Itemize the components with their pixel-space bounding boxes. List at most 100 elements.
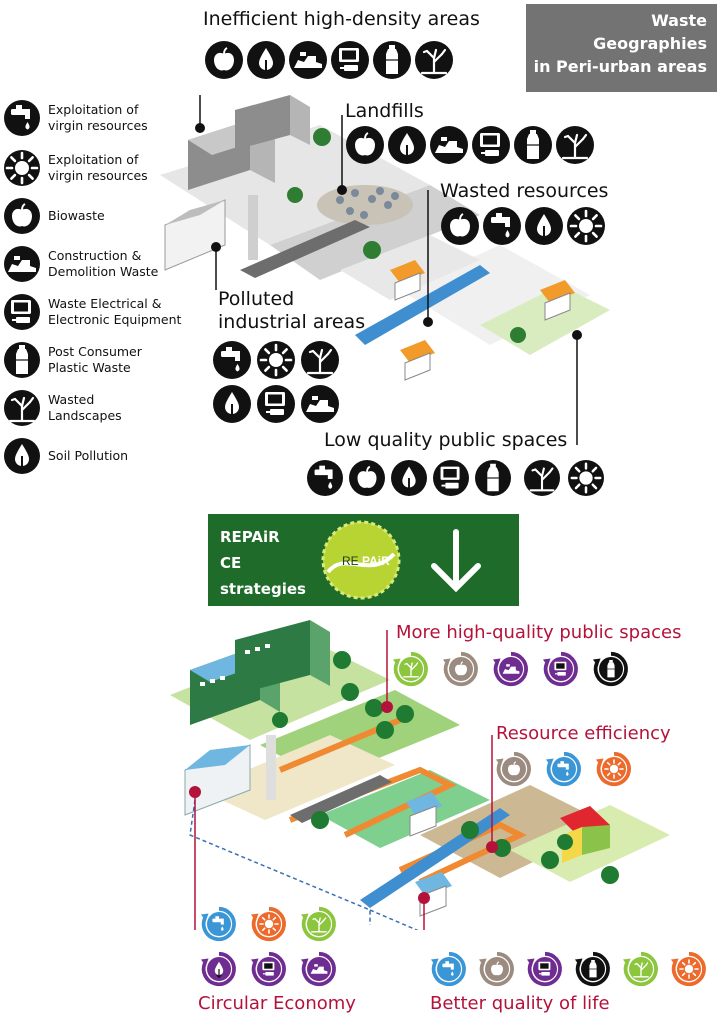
- apple-icon: [346, 126, 384, 164]
- sun-icon: [4, 150, 40, 186]
- tap-drop-icon: [200, 906, 236, 942]
- circular-scenario-illustration: [170, 620, 670, 930]
- legend-line-1: Exploitation of: [48, 102, 139, 117]
- logo-re: RE: [342, 554, 359, 568]
- plastic-bottle-icon: [373, 41, 411, 79]
- legend-line-1: Wasted: [48, 392, 95, 407]
- legend-item: Construction &Demolition Waste: [2, 244, 158, 284]
- legend-line-1: Construction &: [48, 248, 142, 263]
- peri-urban-waste-illustration: [160, 95, 610, 445]
- legend-line-1: Post Consumer: [48, 344, 142, 359]
- label-circular-economy: Circular Economy: [198, 993, 356, 1014]
- dead-tree-icon: [622, 951, 658, 987]
- repair-strategies-banner: REPAiR CE strategies RE PAiR: [208, 514, 519, 606]
- soil-drop-icon: [247, 41, 285, 79]
- legend-line-2: Electronic Equipment: [48, 312, 182, 327]
- title-box: Waste Geographies in Peri-urban areas: [526, 4, 717, 92]
- apple-icon: [349, 460, 385, 496]
- construction-debris-icon: [289, 41, 327, 79]
- label-more-public-spaces: More high-quality public spaces: [396, 622, 682, 643]
- legend-item: Waste Electrical &Electronic Equipment: [2, 292, 181, 332]
- soil-drop-icon: [525, 207, 563, 245]
- apple-icon: [495, 751, 531, 787]
- legend-line-2: virgin resources: [48, 118, 148, 133]
- legend-line-1: Biowaste: [48, 208, 105, 223]
- dead-tree-icon: [300, 906, 336, 942]
- tap-drop-icon: [213, 341, 251, 379]
- tap-drop-icon: [545, 751, 581, 787]
- computer-icon: [250, 951, 286, 987]
- apple-icon: [441, 207, 479, 245]
- legend-line-2: virgin resources: [48, 168, 148, 183]
- soil-drop-icon: [200, 951, 236, 987]
- repair-line-3: strategies: [220, 580, 306, 598]
- construction-debris-icon: [4, 246, 40, 282]
- dead-tree-icon: [524, 460, 560, 496]
- computer-icon: [526, 951, 562, 987]
- title-line-1: Waste: [651, 11, 707, 30]
- legend-item: Soil Pollution: [2, 436, 128, 476]
- sun-icon: [250, 906, 286, 942]
- legend-line-2: Landscapes: [48, 408, 122, 423]
- plastic-bottle-icon: [514, 126, 552, 164]
- legend-line-1: Waste Electrical &: [48, 296, 162, 311]
- tap-drop-icon: [483, 207, 521, 245]
- label-low-quality-spaces: Low quality public spaces: [324, 429, 568, 451]
- label-polluted-2: industrial areas: [218, 311, 366, 333]
- computer-icon: [433, 460, 469, 496]
- sun-icon: [670, 951, 706, 987]
- label-wasted-resources: Wasted resources: [440, 180, 609, 202]
- legend-line-2: Plastic Waste: [48, 360, 131, 375]
- title-line-3: in Peri-urban areas: [533, 57, 707, 76]
- arrow-down-icon: [431, 529, 481, 593]
- legend-item: Biowaste: [2, 196, 105, 236]
- construction-debris-icon: [492, 651, 528, 687]
- construction-debris-icon: [301, 385, 339, 423]
- dead-tree-icon: [392, 651, 428, 687]
- repair-line-1: REPAiR: [220, 528, 280, 546]
- sun-icon: [567, 207, 605, 245]
- legend-line-1: Exploitation of: [48, 152, 139, 167]
- label-inefficient-areas: Inefficient high-density areas: [203, 8, 480, 30]
- dead-tree-icon: [4, 390, 40, 426]
- computer-icon: [472, 126, 510, 164]
- plastic-bottle-icon: [4, 342, 40, 378]
- construction-debris-icon: [300, 951, 336, 987]
- dead-tree-icon: [301, 341, 339, 379]
- tap-drop-icon: [4, 100, 40, 136]
- title-line-2: Geographies: [593, 34, 707, 53]
- repair-text: REPAiR CE strategies: [220, 524, 306, 602]
- tap-drop-icon: [430, 951, 466, 987]
- computer-icon: [257, 385, 295, 423]
- computer-icon: [4, 294, 40, 330]
- repair-line-2: CE: [220, 554, 242, 572]
- label-resource-efficiency: Resource efficiency: [496, 723, 671, 744]
- plastic-bottle-icon: [592, 651, 628, 687]
- plastic-bottle-icon: [574, 951, 610, 987]
- soil-drop-icon: [4, 438, 40, 474]
- dead-tree-icon: [415, 41, 453, 79]
- soil-drop-icon: [213, 385, 251, 423]
- top-icon-rows: [205, 41, 605, 496]
- soil-drop-icon: [388, 126, 426, 164]
- label-landfills: Landfills: [345, 100, 424, 122]
- dead-tree-icon: [556, 126, 594, 164]
- repair-logo: RE PAiR: [321, 520, 401, 600]
- tap-drop-icon: [307, 460, 343, 496]
- apple-icon: [205, 41, 243, 79]
- logo-pair: PAiR: [362, 554, 390, 568]
- soil-drop-icon: [391, 460, 427, 496]
- plastic-bottle-icon: [475, 460, 511, 496]
- legend-line-1: Soil Pollution: [48, 448, 129, 463]
- label-better-quality-of-life: Better quality of life: [430, 993, 610, 1014]
- apple-icon: [4, 198, 40, 234]
- computer-icon: [542, 651, 578, 687]
- apple-icon: [478, 951, 514, 987]
- apple-icon: [442, 651, 478, 687]
- sun-icon: [257, 341, 295, 379]
